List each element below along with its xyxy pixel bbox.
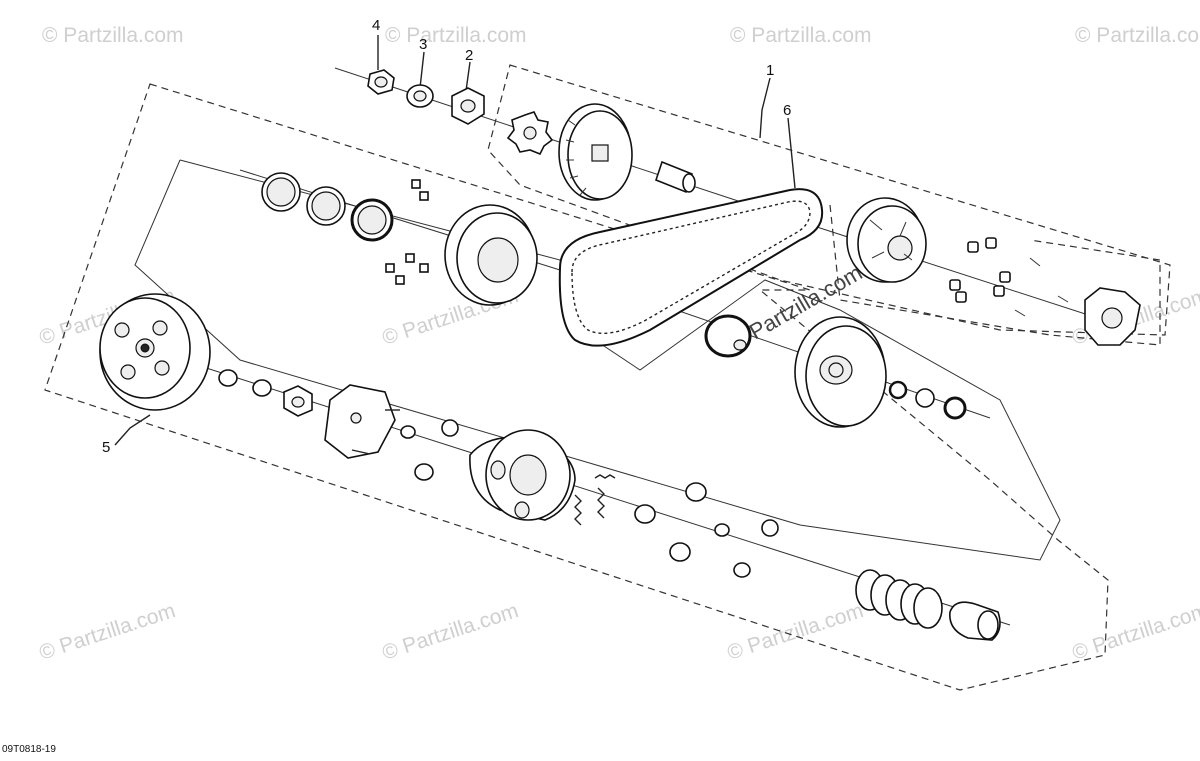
watermark: © Partzilla.com xyxy=(724,599,866,665)
drive-belt xyxy=(558,188,824,347)
watermark: © Partzilla.com xyxy=(385,24,527,47)
callout-2: 2 xyxy=(465,47,473,64)
watermark: © Partzilla.com xyxy=(379,599,521,665)
seal-ring-large xyxy=(704,314,752,358)
callout-6: 6 xyxy=(783,102,791,119)
bushing-small xyxy=(400,419,459,481)
clutch-shoe-assembly xyxy=(469,429,576,521)
circlip xyxy=(218,369,272,397)
bearings xyxy=(888,380,967,420)
spring-seat-collar xyxy=(949,601,1001,641)
watermark: © Partzilla.com xyxy=(1075,24,1200,47)
movable-drive-face xyxy=(846,197,927,283)
nut-part-4 xyxy=(367,69,395,95)
watermark: © Partzilla.com xyxy=(42,24,184,47)
clutch-plate xyxy=(324,384,400,459)
sleeve-bushing xyxy=(655,160,696,194)
assembly-5-outline xyxy=(44,83,1109,691)
diagram-code: 09T0818-19 xyxy=(2,744,56,755)
o-rings xyxy=(261,172,394,242)
small-rollers-top xyxy=(385,179,429,285)
watermark: © Partzilla.com xyxy=(730,24,872,47)
compression-spring xyxy=(855,569,943,629)
callout-5: 5 xyxy=(102,439,110,456)
driven-face xyxy=(794,316,887,428)
nut-part-2 xyxy=(451,87,485,125)
star-gear xyxy=(506,111,554,156)
callout-4: 4 xyxy=(372,17,380,34)
hex-nut xyxy=(283,385,313,417)
watermark: © Partzilla.com xyxy=(1069,599,1200,665)
assembly-1-outline xyxy=(487,64,1171,336)
clutch-housing xyxy=(99,293,211,411)
fixed-sheave xyxy=(444,204,538,306)
watermark: © Partzilla.com xyxy=(36,599,178,665)
callout-3: 3 xyxy=(419,36,427,53)
ramp-plate xyxy=(1014,257,1141,346)
clutch-springs xyxy=(574,474,616,526)
washer-part-3 xyxy=(406,84,434,108)
weight-rollers xyxy=(949,237,1011,303)
seal-rings xyxy=(634,482,779,578)
drive-fan-pulley xyxy=(558,103,633,201)
callout-1: 1 xyxy=(766,62,774,79)
